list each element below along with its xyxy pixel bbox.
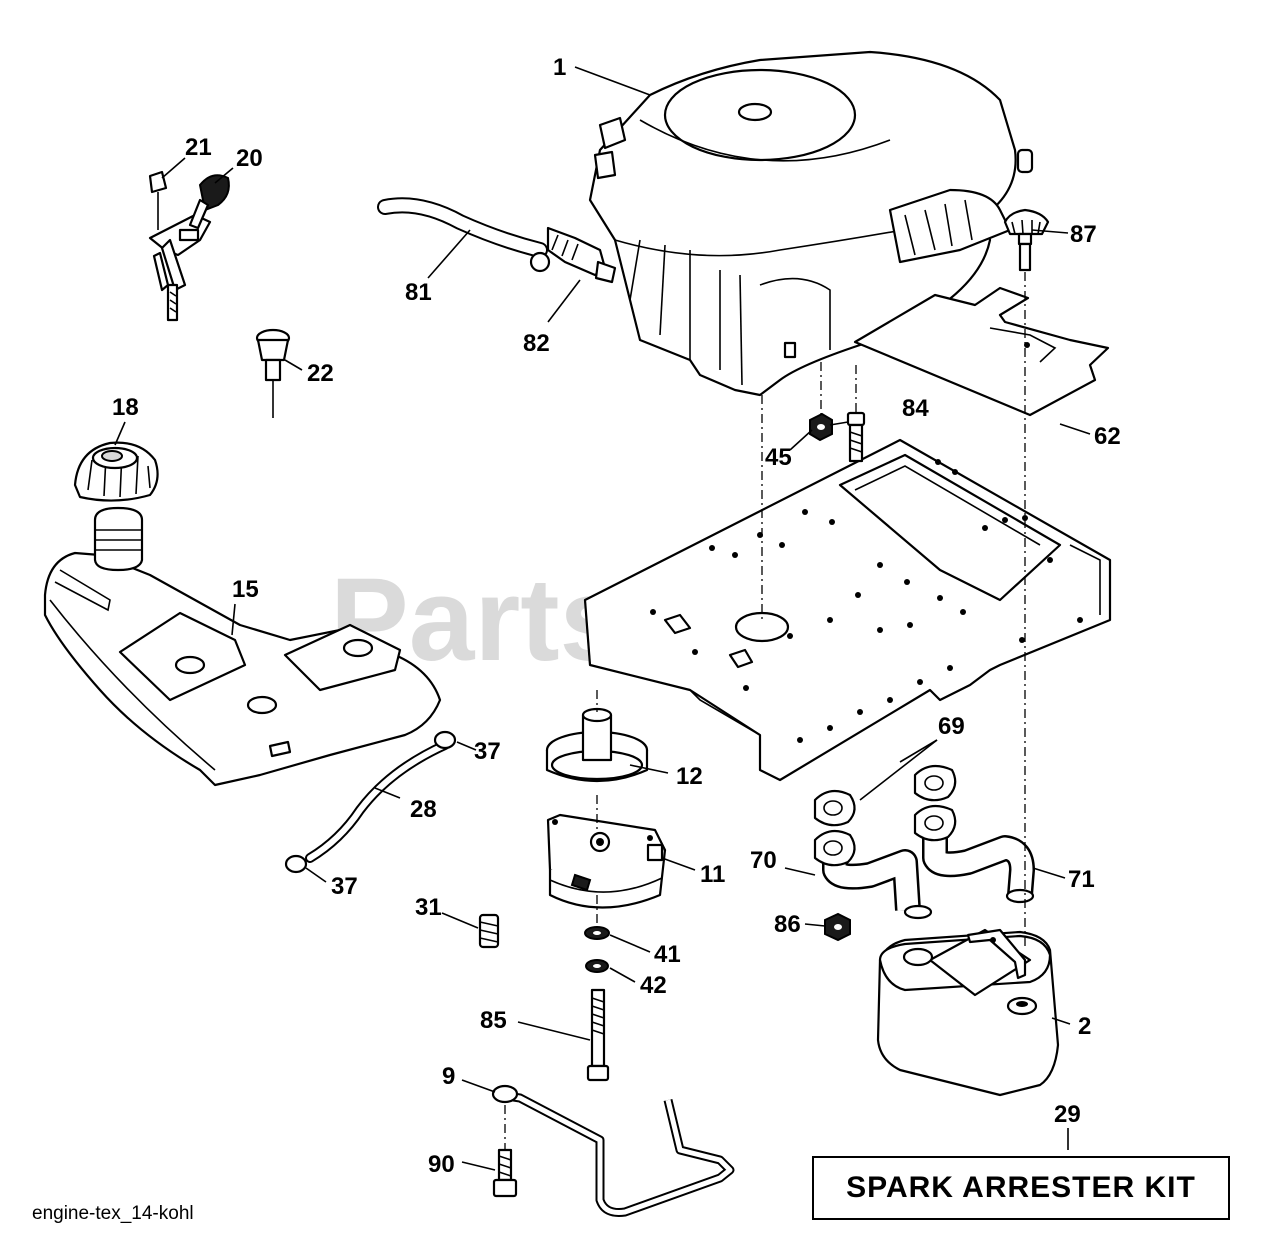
rod-bolt <box>492 1148 518 1198</box>
callout-71: 71 <box>1068 866 1095 893</box>
leader-lines <box>114 66 1091 1171</box>
hose-clamp-lower <box>284 854 308 874</box>
callout-28: 28 <box>410 796 437 823</box>
clutch-bolt <box>586 988 610 1082</box>
callout-41: 41 <box>654 941 681 968</box>
exhaust-gasket-left <box>813 789 856 827</box>
engine-pulley <box>545 707 649 783</box>
washer-42 <box>585 959 609 973</box>
callout-12: 12 <box>676 763 703 790</box>
callout-70: 70 <box>750 847 777 874</box>
pto-clutch <box>546 813 667 909</box>
callout-37-upper: 37 <box>474 738 501 765</box>
exhaust-gasket-right <box>913 764 957 802</box>
callout-31: 31 <box>415 894 442 921</box>
callout-2: 2 <box>1078 1013 1091 1040</box>
callout-62: 62 <box>1094 423 1121 450</box>
washer-41 <box>584 926 610 940</box>
callout-85: 85 <box>480 1007 507 1034</box>
spacer <box>478 913 500 949</box>
muffler <box>876 928 1060 1097</box>
diagram-caption: engine-tex_14-kohl <box>32 1203 194 1224</box>
callout-29: 29 <box>1054 1101 1081 1128</box>
callout-15: 15 <box>232 576 259 603</box>
callout-9: 9 <box>442 1063 455 1090</box>
hose-clamp-upper <box>433 730 457 750</box>
fuel-cap <box>73 441 159 502</box>
engine-nut <box>809 412 833 442</box>
exhaust-pipe <box>813 804 1035 920</box>
engine-bolt <box>846 411 866 463</box>
callout-labels: 1 2 9 11 12 15 18 20 21 22 28 29 31 37 3… <box>112 54 1121 1178</box>
fuel-filter <box>529 226 617 284</box>
throttle-control <box>148 170 230 322</box>
fuel-line <box>377 197 548 258</box>
callout-87: 87 <box>1070 221 1097 248</box>
callout-37-lower: 37 <box>331 873 358 900</box>
callout-86: 86 <box>774 911 801 938</box>
fuel-shutoff-knob <box>1003 208 1050 272</box>
bracket-rod <box>491 1084 735 1217</box>
callout-90: 90 <box>428 1151 455 1178</box>
callout-20: 20 <box>236 145 263 172</box>
spark-arrester-kit-label: SPARK ARRESTER KIT <box>812 1156 1230 1220</box>
callout-18: 18 <box>112 394 139 421</box>
callout-21: 21 <box>185 134 212 161</box>
callout-11: 11 <box>700 861 725 888</box>
exhaust-nut <box>824 912 851 942</box>
heat-shield <box>853 286 1110 417</box>
choke-knob <box>255 328 291 418</box>
alignment-lines <box>504 272 1026 1150</box>
callout-82: 82 <box>523 330 550 357</box>
callout-1: 1 <box>553 54 566 81</box>
callout-22: 22 <box>307 360 334 387</box>
frame <box>583 438 1112 782</box>
callout-42: 42 <box>640 972 667 999</box>
fuel-tank <box>43 506 442 787</box>
callout-84: 84 <box>902 395 929 422</box>
callout-45: 45 <box>765 444 792 471</box>
fuel-hose <box>305 740 450 863</box>
callout-81: 81 <box>405 279 432 306</box>
callout-69: 69 <box>938 713 965 740</box>
